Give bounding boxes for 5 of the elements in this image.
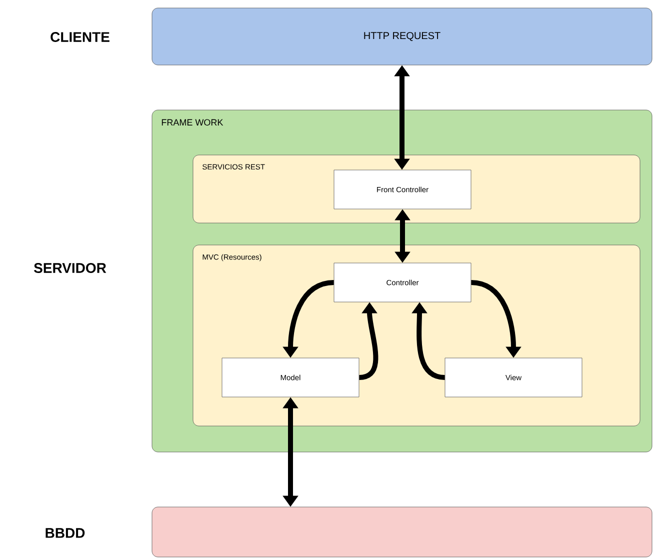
layer-box [152,506,652,558]
layer-label: SERVIDOR [34,263,106,273]
layer-label: BBDD [46,528,85,538]
layer-label: CLIENTE [50,32,110,42]
layer-box: HTTP REQUEST [152,8,652,66]
